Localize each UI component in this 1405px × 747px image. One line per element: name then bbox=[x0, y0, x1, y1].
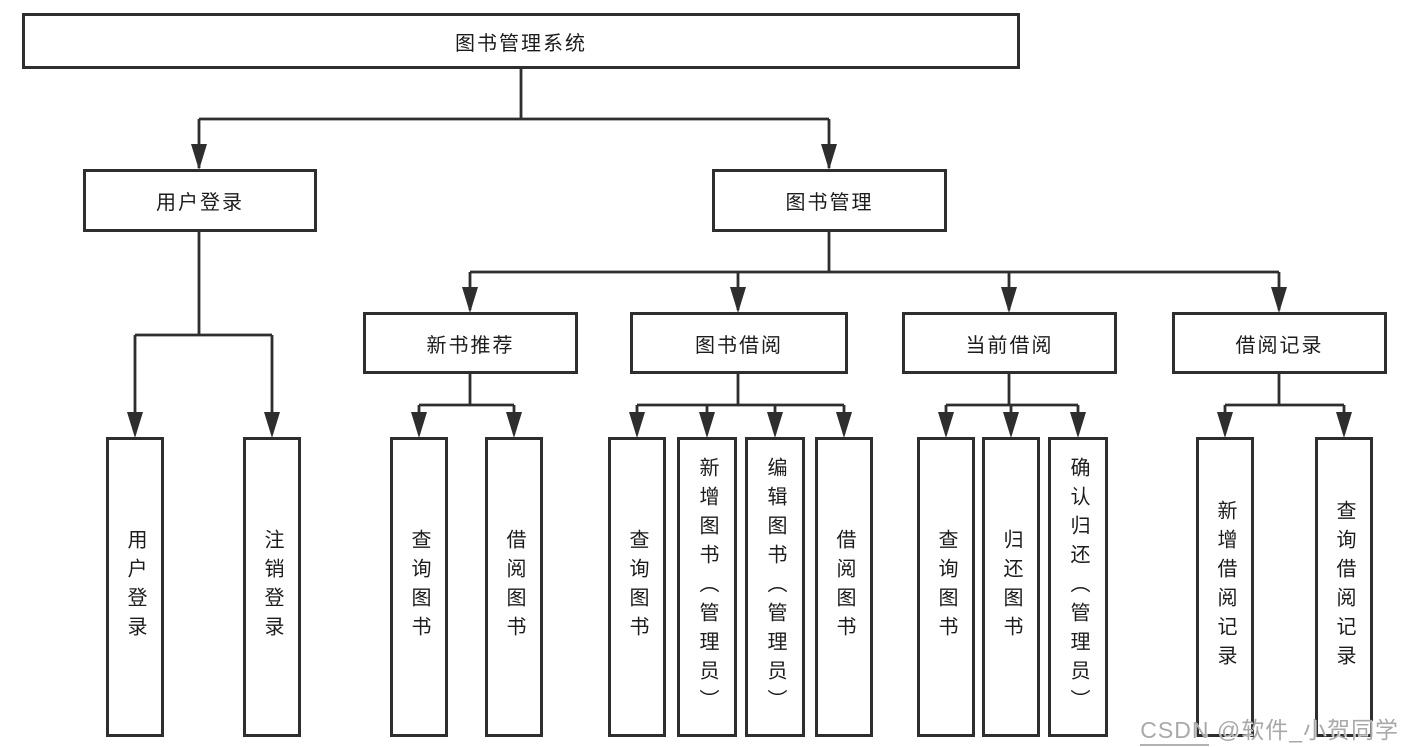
leaf-borrow-books-recommend: 借阅图书 bbox=[485, 437, 543, 737]
leaf-query-books-current-label: 查询图书 bbox=[935, 529, 957, 645]
leaf-confirm-return-admin-label: 确认归还（管理员） bbox=[1067, 456, 1089, 718]
leaf-borrow-books-recommend-label: 借阅图书 bbox=[503, 529, 525, 645]
node-user-login-label: 用户登录 bbox=[156, 192, 244, 214]
leaf-query-books-current: 查询图书 bbox=[917, 437, 975, 737]
arrowheads bbox=[127, 144, 1352, 438]
node-user-login: 用户登录 bbox=[83, 169, 317, 232]
leaf-add-borrow-record-label: 新增借阅记录 bbox=[1214, 500, 1236, 674]
node-book-borrowing-label: 图书借阅 bbox=[695, 334, 783, 357]
leaf-edit-book-admin-label: 编辑图书（管理员） bbox=[764, 456, 786, 718]
leaf-logout-label: 注销登录 bbox=[261, 529, 283, 645]
leaf-query-books-borrowing-label: 查询图书 bbox=[626, 529, 648, 645]
node-book-management: 图书管理 bbox=[712, 169, 947, 232]
leaf-add-book-admin-label: 新增图书（管理员） bbox=[696, 456, 718, 718]
leaf-logout: 注销登录 bbox=[243, 437, 301, 737]
node-root-label: 图书管理系统 bbox=[455, 32, 587, 55]
leaf-query-books-borrowing: 查询图书 bbox=[608, 437, 666, 737]
node-new-book-recommend-label: 新书推荐 bbox=[426, 334, 515, 357]
leaf-user-login: 用户登录 bbox=[106, 437, 164, 737]
node-current-borrowing: 当前借阅 bbox=[902, 312, 1117, 374]
leaf-query-books-recommend: 查询图书 bbox=[390, 437, 448, 737]
watermark-author: @软件_小贺同学 bbox=[1209, 717, 1399, 743]
leaf-user-login-label: 用户登录 bbox=[124, 529, 146, 645]
watermark: CSDN @软件_小贺同学 bbox=[1140, 711, 1399, 746]
leaf-return-books-label: 归还图书 bbox=[1000, 529, 1022, 645]
watermark-csdn: CSDN bbox=[1140, 717, 1210, 746]
node-borrowing-records-label: 借阅记录 bbox=[1235, 334, 1324, 357]
node-book-borrowing: 图书借阅 bbox=[630, 312, 848, 374]
leaf-add-book-admin: 新增图书（管理员） bbox=[677, 437, 737, 737]
leaf-return-books: 归还图书 bbox=[982, 437, 1040, 737]
node-borrowing-records: 借阅记录 bbox=[1172, 312, 1387, 374]
leaf-query-borrow-record: 查询借阅记录 bbox=[1315, 437, 1373, 737]
leaf-query-borrow-record-label: 查询借阅记录 bbox=[1333, 500, 1355, 674]
leaf-confirm-return-admin: 确认归还（管理员） bbox=[1048, 437, 1108, 737]
node-new-book-recommend: 新书推荐 bbox=[363, 312, 578, 374]
leaf-edit-book-admin: 编辑图书（管理员） bbox=[745, 437, 805, 737]
node-root: 图书管理系统 bbox=[22, 13, 1020, 69]
leaf-query-books-recommend-label: 查询图书 bbox=[408, 529, 430, 645]
node-current-borrowing-label: 当前借阅 bbox=[965, 334, 1054, 357]
leaf-add-borrow-record: 新增借阅记录 bbox=[1196, 437, 1254, 737]
leaf-borrow-books-label: 借阅图书 bbox=[833, 529, 855, 645]
leaf-borrow-books: 借阅图书 bbox=[815, 437, 873, 737]
node-book-management-label: 图书管理 bbox=[785, 192, 874, 214]
